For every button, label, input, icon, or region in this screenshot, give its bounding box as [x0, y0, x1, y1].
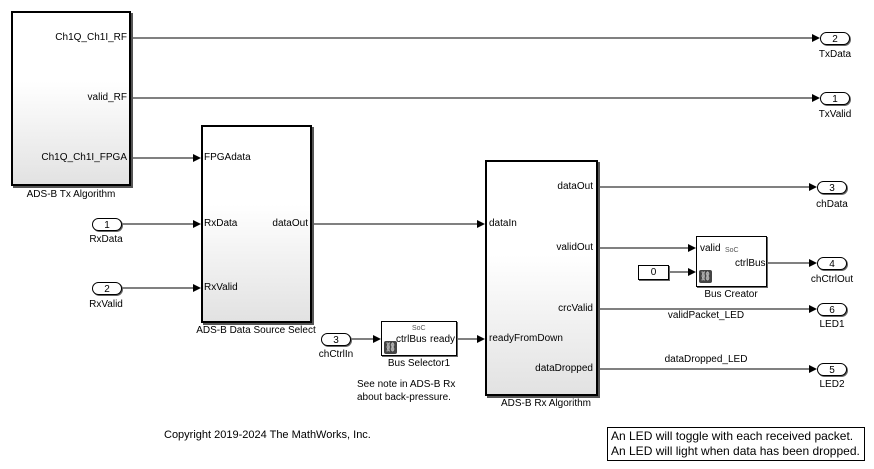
bus-creator-block[interactable]: valid SoC ctrlBus ⛓ — [696, 236, 767, 287]
outport-label: chCtrlOut — [810, 274, 854, 285]
block-name: ADS-B Tx Algorithm — [26, 189, 116, 200]
outport-txvalid[interactable]: 1 — [820, 92, 850, 105]
note-line: about back-pressure. — [357, 392, 451, 403]
outport-label: TxData — [818, 49, 852, 60]
bus-selector-block[interactable]: SoC ctrlBus ready ⛓ — [381, 321, 457, 356]
outport-label: chData — [816, 199, 848, 210]
port-label: dataDropped — [535, 363, 593, 374]
annotation-line: An LED will toggle with each received pa… — [611, 429, 854, 443]
constant-block[interactable]: 0 — [638, 265, 669, 280]
data-source-select-block[interactable] — [201, 125, 312, 323]
port-label: validOut — [556, 242, 593, 253]
led-annotation: An LED will toggle with each received pa… — [607, 427, 865, 461]
port-label: ctrlBus — [396, 334, 427, 345]
annotation-line: An LED will light when data has been dro… — [611, 444, 860, 458]
port-label: readyFromDown — [489, 333, 563, 344]
signal-label: validPacket_LED — [667, 310, 745, 321]
inport-chctrlin[interactable]: 3 — [321, 333, 351, 346]
tx-algorithm-block[interactable] — [11, 11, 131, 186]
soc-tag: SoC — [725, 247, 739, 254]
port-label: valid_RF — [87, 92, 127, 103]
inport-label: chCtrlIn — [318, 349, 354, 360]
block-name: ADS-B Data Source Select — [196, 325, 316, 336]
block-name: ADS-B Rx Algorithm — [500, 398, 592, 409]
library-link-icon: ⛓ — [384, 341, 397, 354]
outport-chdata[interactable]: 3 — [817, 181, 847, 194]
port-label: crcValid — [558, 303, 593, 314]
rx-algorithm-block[interactable] — [485, 160, 598, 396]
inport-rxvalid[interactable]: 2 — [92, 282, 122, 295]
port-label: dataIn — [489, 218, 517, 229]
inport-label: RxData — [89, 234, 123, 245]
outport-label: LED1 — [819, 319, 845, 330]
port-label: Ch1Q_Ch1I_FPGA — [41, 152, 127, 163]
port-label: ready — [430, 334, 456, 345]
port-label: FPGAdata — [204, 152, 251, 163]
soc-tag: SoC — [412, 325, 426, 332]
copyright: Copyright 2019-2024 The MathWorks, Inc. — [164, 429, 371, 441]
outport-chctrlout[interactable]: 4 — [817, 257, 847, 270]
block-name: Bus Creator — [704, 289, 758, 300]
outport-label: TxValid — [818, 109, 852, 120]
note-line: See note in ADS-B Rx — [357, 379, 456, 390]
port-label: valid — [700, 243, 721, 254]
outport-led2[interactable]: 5 — [817, 363, 847, 376]
port-label: dataOut — [272, 218, 308, 229]
library-link-icon: ⛓ — [699, 270, 712, 283]
port-label: RxData — [204, 218, 238, 229]
inport-rxdata[interactable]: 1 — [92, 218, 122, 231]
signal-label: dataDropped_LED — [664, 354, 748, 365]
port-label: dataOut — [557, 181, 593, 192]
port-label: RxValid — [204, 282, 238, 293]
port-label: ctrlBus — [735, 258, 766, 269]
outport-led1[interactable]: 6 — [817, 303, 847, 316]
inport-label: RxValid — [89, 299, 123, 310]
outport-txdata[interactable]: 2 — [820, 32, 850, 45]
port-label: Ch1Q_Ch1I_RF — [55, 32, 127, 43]
block-name: Bus Selector1 — [387, 358, 451, 369]
outport-label: LED2 — [819, 379, 845, 390]
